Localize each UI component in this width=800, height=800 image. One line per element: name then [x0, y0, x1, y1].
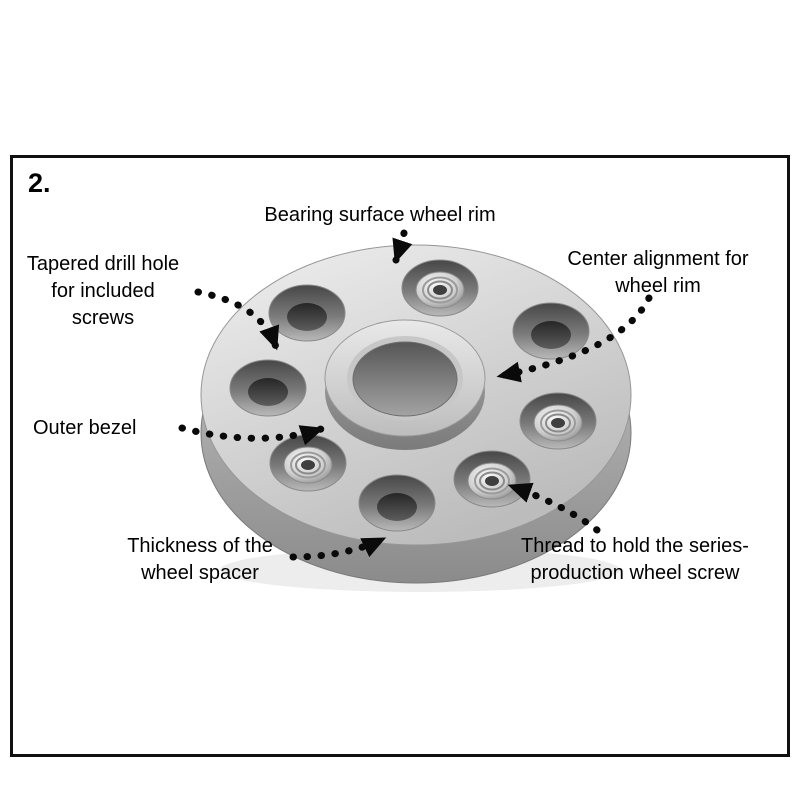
- arrow-bearing-surface: [392, 229, 413, 264]
- arrow-tapered-drill-hole: [194, 288, 280, 351]
- label-center-alignment: Center alignment for wheel rim: [567, 248, 749, 298]
- threaded-hole: [401, 259, 479, 317]
- callout-arrows: [178, 229, 653, 561]
- arrow-thickness: [289, 535, 387, 561]
- label-bearing-surface: Bearing surface wheel rim: [264, 204, 496, 226]
- tapered-hole: [358, 474, 436, 532]
- threaded-hole: [519, 392, 597, 450]
- figure-number: 2.: [28, 168, 51, 198]
- arrow-center-alignment: [496, 294, 653, 383]
- label-outer-bezel: Outer bezel: [33, 417, 137, 439]
- center-bore: [352, 341, 458, 417]
- label-tapered-drill-hole: Tapered drill hole for included screws: [26, 253, 180, 330]
- arrow-outer-bezel: [178, 424, 325, 446]
- label-thickness: Thickness of the wheel spacer: [127, 535, 273, 585]
- tapered-hole: [229, 359, 307, 417]
- center-collar: [324, 319, 486, 450]
- threaded-hole: [269, 434, 347, 492]
- label-thread: Thread to hold the series- production wh…: [521, 535, 749, 585]
- threaded-hole: [453, 450, 531, 508]
- tapered-hole: [268, 284, 346, 342]
- tapered-hole: [512, 302, 590, 360]
- bolt-holes: [229, 259, 597, 532]
- arrow-thread: [507, 482, 601, 534]
